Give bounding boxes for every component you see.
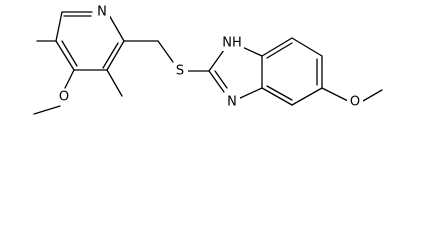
atom-labels: N S NH N O O bbox=[56, 4, 363, 110]
bond-c5-o bbox=[321, 87, 349, 102]
bond-n-c3a bbox=[237, 87, 263, 100]
benzo-ether-oxygen-label: O bbox=[350, 95, 360, 110]
bond-c5-c1 bbox=[55, 11, 63, 42]
bonds bbox=[33, 11, 383, 115]
bond-c5-c4b bbox=[291, 87, 323, 106]
bond-c2-c3-double bbox=[102, 42, 119, 69]
pyridine-n-backdrop bbox=[94, 4, 110, 20]
bond-c4-c5 bbox=[55, 40, 75, 71]
imidazole-n-backdrop bbox=[224, 94, 240, 110]
bond-c7-c6 bbox=[291, 37, 323, 57]
imidazole-nh-label: NH bbox=[222, 36, 242, 51]
bond-c4-c5-double bbox=[61, 40, 78, 67]
bond-c2-c3 bbox=[106, 40, 125, 71]
pyridine-ether-o-backdrop bbox=[56, 89, 72, 105]
bond-c4b-c3a bbox=[261, 87, 293, 106]
bond-o-methyl-right bbox=[362, 89, 383, 102]
bond-c7a-c7 bbox=[261, 37, 293, 57]
bond-c2im-n-double bbox=[214, 70, 228, 89]
bond-c2im-nh bbox=[208, 49, 225, 72]
benzo-ether-o-backdrop bbox=[347, 94, 363, 110]
bond-c4b-c3a-double bbox=[266, 85, 293, 101]
pyridine-nitrogen-label: N bbox=[97, 5, 107, 20]
imidazole-nh-backdrop bbox=[220, 35, 244, 51]
bond-o-methyl bbox=[33, 105, 61, 115]
bond-c2im-n bbox=[208, 70, 225, 93]
sulfur-backdrop bbox=[172, 63, 188, 79]
bond-n-c2 bbox=[108, 14, 125, 42]
bond-c3-methyl bbox=[106, 69, 123, 97]
bond-ch2-s bbox=[157, 40, 174, 63]
bond-c7a-c7-double bbox=[266, 42, 293, 59]
sulfur-label: S bbox=[176, 64, 184, 79]
molecule-structure: N S NH N O O bbox=[33, 4, 383, 115]
imidazole-nitrogen-label: N bbox=[227, 95, 237, 110]
pyridine-ether-oxygen-label: O bbox=[59, 90, 69, 105]
bond-c4-o bbox=[64, 69, 75, 89]
